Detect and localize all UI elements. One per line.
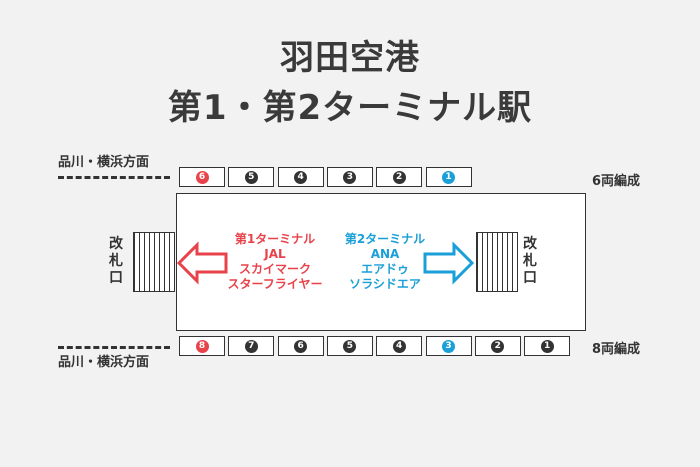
- terminal2-info: 第2ターミナル ANA エアドゥ ソラシドエア: [330, 232, 440, 292]
- gate-right-label: 改札口: [523, 236, 537, 286]
- train-car: 4: [277, 167, 324, 187]
- car-number-badge: 4: [294, 170, 308, 184]
- station-title-line2: 第1・第2ターミナル駅: [167, 88, 533, 128]
- train-car: 2: [376, 167, 423, 187]
- car-number-badge: 5: [343, 339, 357, 353]
- bottom-direction-label: 品川・横浜方面: [58, 355, 150, 370]
- top-direction-label: 品川・横浜方面: [58, 155, 150, 170]
- terminal2-airline: エアドゥ: [360, 262, 409, 276]
- train-car: 4: [376, 336, 423, 356]
- car-number-badge: 7: [244, 339, 258, 353]
- terminal2-name: 第2ターミナル: [344, 232, 426, 246]
- terminal1-airline: スターフライヤー: [227, 277, 323, 291]
- car-number-badge: 6: [195, 170, 209, 184]
- car-number-badge: 1: [540, 339, 554, 353]
- terminal2-airline: ソラシドエア: [349, 277, 421, 291]
- car-number-badge: 3: [343, 170, 357, 184]
- train-car: 5: [326, 336, 373, 356]
- car-number-badge: 5: [244, 170, 258, 184]
- train-car: 6: [277, 336, 324, 356]
- terminal1-info: 第1ターミナル JAL スカイマーク スターフライヤー: [220, 232, 330, 292]
- stairs-left: [133, 232, 175, 292]
- top-formation-label: 6両編成: [592, 174, 641, 189]
- gate-left-label: 改札口: [109, 236, 123, 286]
- arrow-right-icon: [423, 241, 475, 285]
- train-car: 7: [228, 336, 275, 356]
- car-number-badge: 8: [195, 339, 209, 353]
- bottom-track-line: [58, 346, 170, 349]
- car-number-badge: 2: [392, 170, 406, 184]
- terminal2-airline: ANA: [370, 247, 400, 261]
- train-car: 5: [228, 167, 275, 187]
- train-car: 3: [425, 336, 472, 356]
- top-track-line: [58, 176, 170, 179]
- train-car: 2: [474, 336, 521, 356]
- car-number-badge: 2: [491, 339, 505, 353]
- train-car: 6: [179, 167, 225, 187]
- train-car: 1: [425, 167, 472, 187]
- terminal1-name: 第1ターミナル: [234, 232, 316, 246]
- train-car: 1: [524, 336, 571, 356]
- stairs-right: [476, 232, 518, 292]
- car-number-badge: 3: [442, 339, 455, 353]
- terminal1-airline: スカイマーク: [238, 262, 311, 276]
- train-car: 8: [179, 336, 225, 356]
- arrow-left-icon: [176, 241, 228, 285]
- terminal1-airline: JAL: [264, 247, 286, 261]
- station-title-line1: 羽田空港: [280, 38, 420, 78]
- car-number-badge: 6: [294, 339, 308, 353]
- bottom-formation-label: 8両編成: [592, 342, 641, 357]
- car-number-badge: 1: [442, 170, 455, 184]
- car-number-badge: 4: [392, 339, 406, 353]
- train-car: 3: [326, 167, 373, 187]
